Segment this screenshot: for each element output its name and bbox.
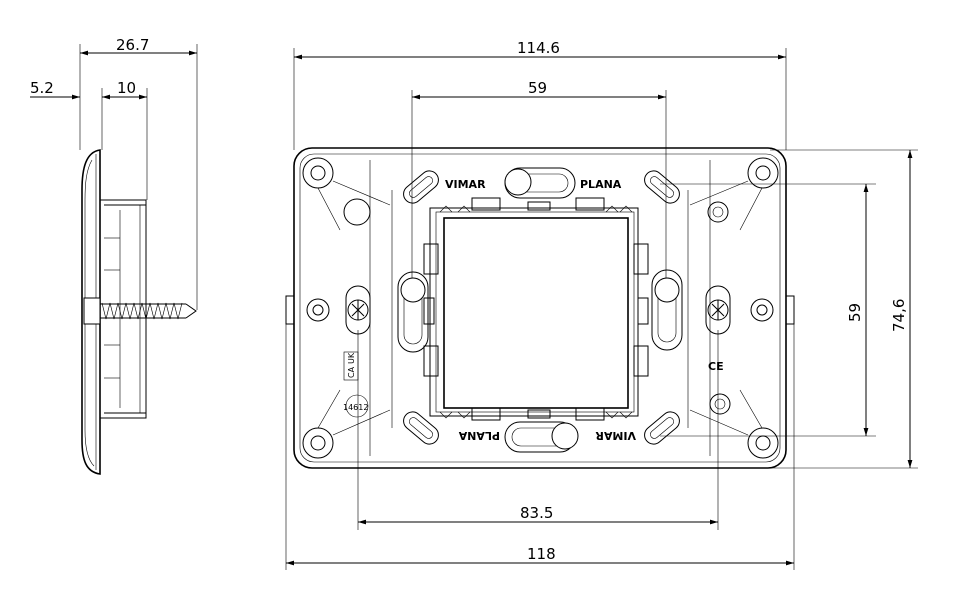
ukca-mark-bottom: CA <box>347 366 356 378</box>
side-screw <box>83 297 197 325</box>
approval-mark-icon <box>707 201 731 415</box>
dim-side-depth: 26.7 <box>116 36 149 54</box>
fixing-screws <box>345 285 731 335</box>
dim-frame-width: 114.6 <box>517 39 560 57</box>
dim-side-body: 10 <box>117 79 136 97</box>
brand-bottom: VIMAR <box>595 429 636 442</box>
series-top: PLANA <box>580 178 622 191</box>
product-code: 14612 <box>343 403 368 412</box>
dim-overall-width: 118 <box>527 545 556 563</box>
ce-mark: CE <box>708 360 724 373</box>
side-view: 26.7 5.2 10 <box>30 36 198 475</box>
clips <box>423 197 649 421</box>
dim-frame-height: 74,6 <box>890 299 908 332</box>
side-body <box>99 199 147 419</box>
series-bottom: PLANA <box>458 429 500 442</box>
side-front-plate <box>81 149 101 475</box>
dim-inner-width: 59 <box>528 79 547 97</box>
central-aperture <box>423 197 649 421</box>
mounting-slots <box>397 167 683 453</box>
front-view: VIMAR PLANA VIMAR PLANA UK CA 14612 CE 1… <box>285 39 918 570</box>
dim-side-flange: 5.2 <box>30 79 54 97</box>
ukca-mark-top: UK <box>347 352 356 364</box>
dim-screw-spacing: 83.5 <box>520 504 553 522</box>
brand-top: VIMAR <box>445 178 486 191</box>
dim-inner-height: 59 <box>846 303 864 322</box>
corner-holes <box>302 157 779 459</box>
frame-outline <box>293 147 787 469</box>
